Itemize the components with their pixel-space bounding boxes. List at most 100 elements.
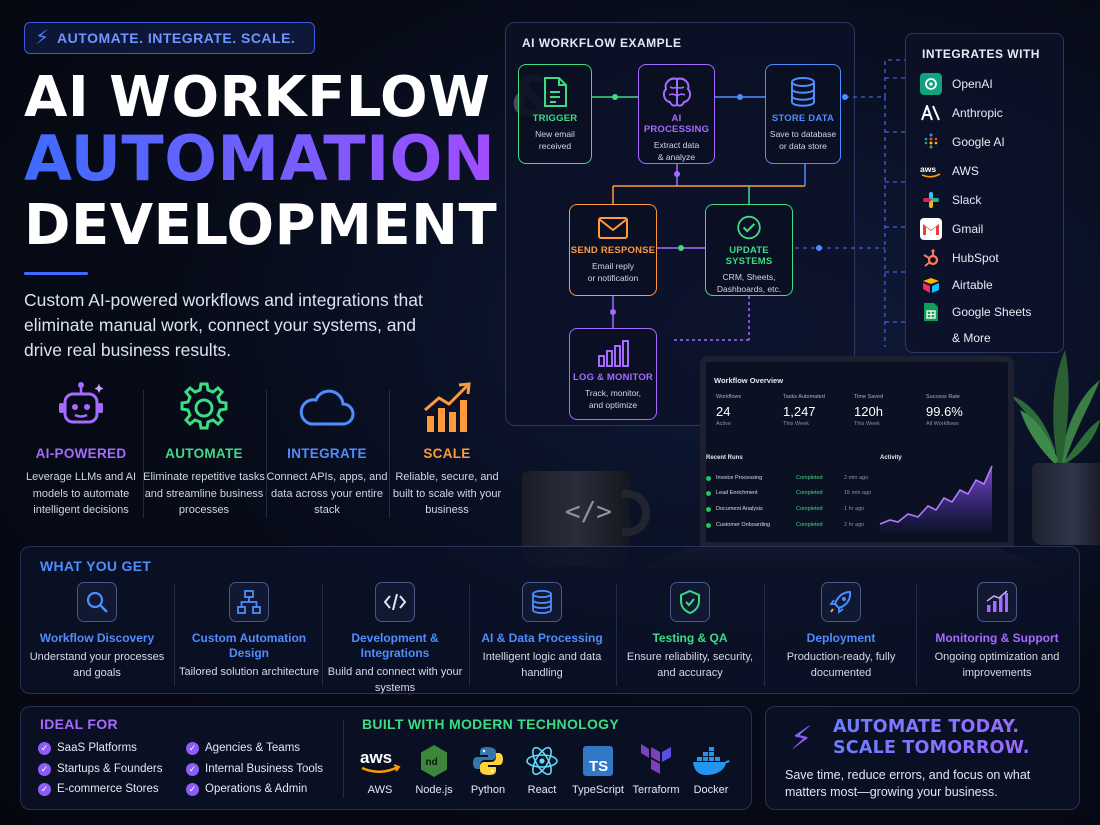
svg-text:aws: aws — [360, 748, 392, 767]
service-title: Monitoring & Support — [935, 631, 1059, 645]
node-desc-line1: CRM, Sheets, — [722, 272, 776, 282]
workflow-connectors — [592, 59, 905, 347]
run-row: Lead Enrichment Completed 15 min ago — [706, 487, 876, 499]
react-logo-icon — [510, 742, 574, 780]
service-separator — [616, 584, 617, 686]
cta-headline-line2: SCALE TOMORROW. — [833, 738, 1030, 758]
pillar-title: INTEGRATE — [287, 446, 367, 461]
integration-google-ai: Google AI — [920, 130, 1005, 154]
service-desc: Production-ready, fully documented — [786, 651, 896, 679]
pillar-scale: SCALE Reliable, secure, and built to sca… — [386, 380, 508, 519]
pillar-title: SCALE — [423, 446, 471, 461]
code-icon: </> — [565, 497, 612, 527]
tech-label: Python — [470, 784, 506, 796]
hierarchy-icon — [229, 582, 269, 622]
run-row: Invoice Processing Completed 2 min ago — [706, 472, 876, 484]
dashboard-title: Workflow Overview — [714, 376, 784, 385]
code-icon — [375, 582, 415, 622]
service-separator — [764, 584, 765, 686]
magnifier-icon — [77, 582, 117, 622]
run-time: 15 min ago — [844, 490, 872, 496]
node-desc-line2: and optimize — [588, 400, 638, 410]
tech-python: Python — [456, 742, 520, 796]
integration-google-sheets: Google Sheets — [920, 300, 1031, 324]
svg-text:TS: TS — [589, 758, 608, 775]
node-desc-line1: Email reply — [591, 261, 635, 271]
nodejs-logo-icon: nd — [402, 742, 466, 780]
brain-icon — [662, 77, 691, 107]
gear-icon — [143, 380, 265, 438]
openai-logo-icon — [920, 73, 942, 95]
envelope-icon — [598, 217, 628, 239]
run-time: 1 hr ago — [844, 506, 865, 512]
node-desc-line2: & analyze — [657, 152, 696, 162]
aws-logo-icon: aws — [348, 742, 412, 780]
tech-label: TypeScript — [572, 784, 624, 796]
run-name: Invoice Processing — [716, 475, 763, 481]
pillar-desc: Leverage LLMs and AI models to automate … — [25, 471, 137, 516]
ideal-for-item: ✓SaaS Platforms — [38, 740, 137, 756]
service-desc: Understand your processes and goals — [29, 651, 165, 679]
pillar-automate: AUTOMATE Eliminate repetitive tasks and … — [143, 380, 265, 519]
pillar-desc: Eliminate repetitive tasks and streamlin… — [143, 471, 265, 516]
docker-logo-icon — [679, 742, 743, 780]
node-title: SEND RESPONSE — [570, 245, 656, 256]
stat-sub: Active — [716, 421, 731, 427]
tagline-text: AUTOMATE. INTEGRATE. SCALE. — [57, 30, 296, 46]
node-desc-line1: Track, monitor, — [585, 388, 641, 398]
aws-logo-icon: aws — [920, 160, 942, 182]
status-dot-icon — [706, 475, 711, 481]
integration-anthropic: Anthropic — [920, 101, 1003, 125]
service-development-integrations: Development & Integrations Build and con… — [322, 582, 468, 696]
hero-subtext: Custom AI-powered workflows and integrat… — [24, 290, 423, 360]
ideal-for-built-with-panel — [20, 706, 752, 810]
stat-label: Tasks Automated — [783, 394, 825, 400]
service-title: AI & Data Processing — [481, 631, 603, 645]
ideal-for-title: IDEAL FOR — [40, 716, 118, 732]
tech-terraform: Terraform — [624, 742, 688, 796]
tech-label: Node.js — [415, 784, 453, 796]
service-desc: Tailored solution architecture — [178, 666, 320, 678]
pillar-desc: Reliable, secure, and built to scale wit… — [392, 471, 502, 516]
service-desc: Build and connect with your systems — [327, 666, 463, 694]
database-icon — [522, 582, 562, 622]
typescript-logo-icon: TS — [566, 742, 630, 780]
pillar-desc: Connect APIs, apps, and data across your… — [266, 471, 388, 516]
stat-label: Success Rate — [926, 394, 960, 400]
airtable-logo-icon — [920, 274, 942, 296]
node-trigger: TRIGGER New email received — [518, 64, 592, 164]
run-status: Completed — [796, 475, 823, 481]
activity-title: Activity — [880, 455, 902, 461]
node-log-monitor: LOG & MONITOR Track, monitor, and optimi… — [569, 328, 657, 420]
integration-gmail: Gmail — [920, 217, 983, 241]
node-desc-line1: Extract data — [653, 140, 700, 150]
integration-openai: OpenAI — [920, 72, 993, 96]
node-desc-line2: received — [538, 141, 572, 151]
run-status: Completed — [796, 490, 823, 496]
plant-pot — [1032, 463, 1100, 545]
google-sheets-logo-icon — [920, 301, 942, 323]
check-icon: ✓ — [186, 741, 199, 755]
ideal-for-label: Operations & Admin — [205, 783, 308, 795]
tech-typescript: TS TypeScript — [566, 742, 630, 796]
shield-check-icon — [670, 582, 710, 622]
stat-value: 24 — [716, 404, 731, 419]
tech-aws: aws AWS — [348, 742, 412, 796]
service-workflow-discovery: Workflow Discovery Understand your proce… — [24, 582, 170, 681]
run-status: Completed — [796, 506, 823, 512]
run-time: 2 hr ago — [844, 522, 865, 528]
check-icon: ✓ — [38, 762, 51, 776]
pillar-separator — [143, 390, 144, 518]
integration-label: Slack — [952, 193, 982, 207]
service-title: Development & Integrations — [351, 631, 439, 660]
pillar-integrate: INTEGRATE Connect APIs, apps, and data a… — [266, 380, 388, 519]
cta-headline-line1: AUTOMATE TODAY. — [833, 717, 1020, 737]
ideal-for-label: E-commerce Stores — [57, 783, 159, 795]
svg-text:aws: aws — [920, 164, 936, 174]
integration-label: Google Sheets — [952, 305, 1032, 319]
gmail-logo-icon — [920, 218, 942, 240]
integration-label: Airtable — [952, 278, 993, 292]
pillar-title: AI-POWERED — [35, 446, 127, 461]
integration-aws: aws AWS — [920, 159, 979, 183]
check-icon: ✓ — [186, 762, 199, 776]
